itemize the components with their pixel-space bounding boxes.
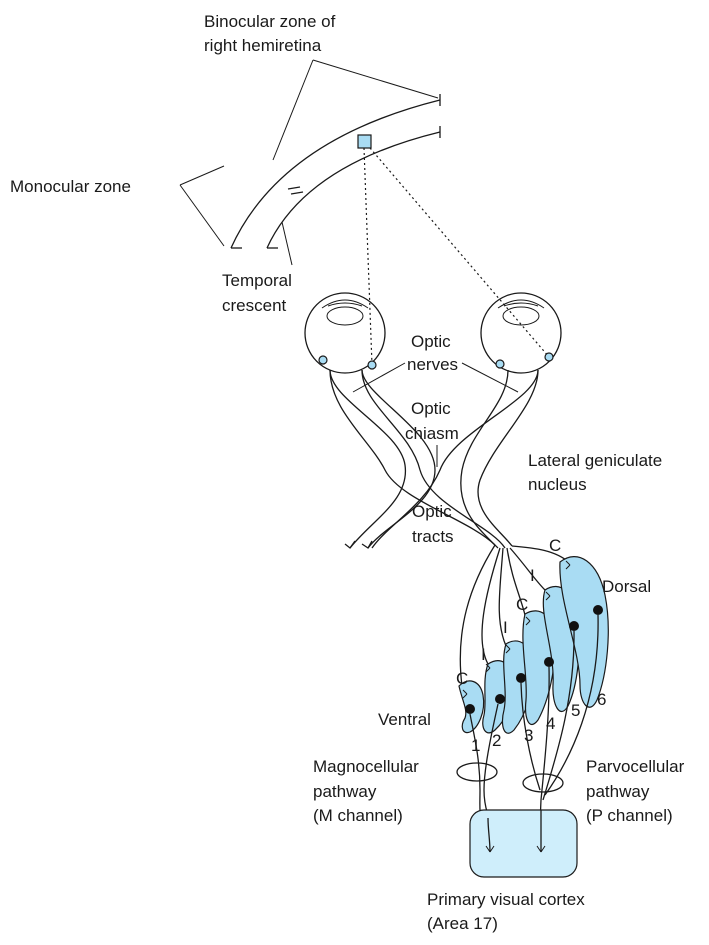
labels: Binocular zone of right hemiretina Monoc… — [10, 12, 685, 933]
left-eye — [305, 293, 385, 373]
binocular-zone-label-line-1: Binocular zone of — [204, 12, 336, 31]
relay-neuron — [544, 657, 554, 667]
parvocellular-label-line-2: pathway — [586, 782, 650, 801]
optic-tracts-label-line-1: Optic — [412, 502, 452, 521]
optic-chiasm-label-line-2: chiasm — [405, 424, 459, 443]
monocular-leader — [180, 185, 224, 246]
layer-1-eye-input: C — [456, 669, 468, 688]
nerve-fiber — [330, 370, 405, 548]
layer-number-2: 2 — [492, 731, 501, 750]
right-eye — [481, 293, 561, 373]
relay-neuron — [569, 621, 579, 631]
monocular-zone-label: Monocular zone — [10, 177, 131, 196]
cortex-box — [470, 810, 577, 877]
magnocellular-label-line-1: Magnocellular — [313, 757, 419, 776]
relay-neuron — [495, 694, 505, 704]
optic-nerves-leader — [462, 363, 518, 392]
layer-4-eye-input: C — [516, 595, 528, 614]
layer-3-eye-input: I — [503, 618, 508, 637]
optic-nerves-leader — [353, 363, 405, 392]
right-eye-retina-point — [545, 353, 553, 361]
projection-line-right-eye — [370, 148, 549, 357]
optic-tracts-label-line-2: tracts — [412, 527, 454, 546]
binocular-zone-label-line-2: right hemiretina — [204, 36, 322, 55]
magnocellular-label-line-2: pathway — [313, 782, 377, 801]
temporal-crescent-label-line-2: crescent — [222, 296, 287, 315]
left-eye-retina-point — [368, 361, 376, 369]
monocular-leader — [180, 166, 224, 185]
lgn-label-line-1: Lateral geniculate — [528, 451, 662, 470]
parvocellular-label-line-1: Parvocellular — [586, 757, 685, 776]
temporal-crescent-leader — [282, 222, 292, 265]
layer-2-eye-input: I — [481, 645, 486, 664]
lgn-label-line-2: nucleus — [528, 475, 587, 494]
optic-nerves-label-line-1: Optic — [411, 332, 451, 351]
inner-visual-field-arc — [267, 132, 440, 248]
magno-pathway-bundle — [457, 763, 497, 781]
binocular-leader — [313, 60, 438, 98]
right-iris — [504, 303, 538, 306]
projection-line-left-eye — [364, 148, 372, 365]
ventral-label: Ventral — [378, 710, 431, 729]
dorsal-label: Dorsal — [602, 577, 651, 596]
layer-5-eye-input: I — [530, 566, 535, 585]
tract-arrowhead — [362, 541, 372, 548]
binocular-leader — [273, 60, 313, 160]
left-eye-retina-point — [319, 356, 327, 364]
visual-field — [231, 94, 549, 365]
parvocellular-label-line-3: (P channel) — [586, 806, 673, 825]
optic-chiasm-label-line-1: Optic — [411, 399, 451, 418]
layer-number-6: 6 — [597, 690, 606, 709]
right-eye-retina-point — [496, 360, 504, 368]
nerve-fiber — [461, 370, 508, 548]
relay-neuron — [465, 704, 475, 714]
layer-number-5: 5 — [571, 701, 580, 720]
relay-neuron — [516, 673, 526, 683]
visual-target-square — [358, 135, 371, 148]
left-iris — [328, 303, 362, 306]
nerve-fiber — [372, 370, 538, 548]
cortex-label-line-1: Primary visual cortex — [427, 890, 585, 909]
magnocellular-label-line-3: (M channel) — [313, 806, 403, 825]
cortex-label-line-2: (Area 17) — [427, 914, 498, 933]
relay-neuron — [593, 605, 603, 615]
layer-number-4: 4 — [546, 714, 555, 733]
layer-number-3: 3 — [524, 726, 533, 745]
temporal-crescent-label-line-1: Temporal — [222, 271, 292, 290]
optic-nerves-label-line-2: nerves — [407, 355, 458, 374]
crescent-divider-mark — [291, 192, 303, 194]
layer-6-eye-input: C — [549, 536, 561, 555]
crescent-divider-mark — [288, 187, 300, 189]
layer-number-1: 1 — [471, 736, 480, 755]
leader-lines — [180, 60, 518, 467]
primary-visual-cortex — [470, 810, 577, 877]
optic-pathway — [330, 370, 538, 548]
left-lens — [327, 307, 363, 325]
right-lens — [503, 307, 539, 325]
